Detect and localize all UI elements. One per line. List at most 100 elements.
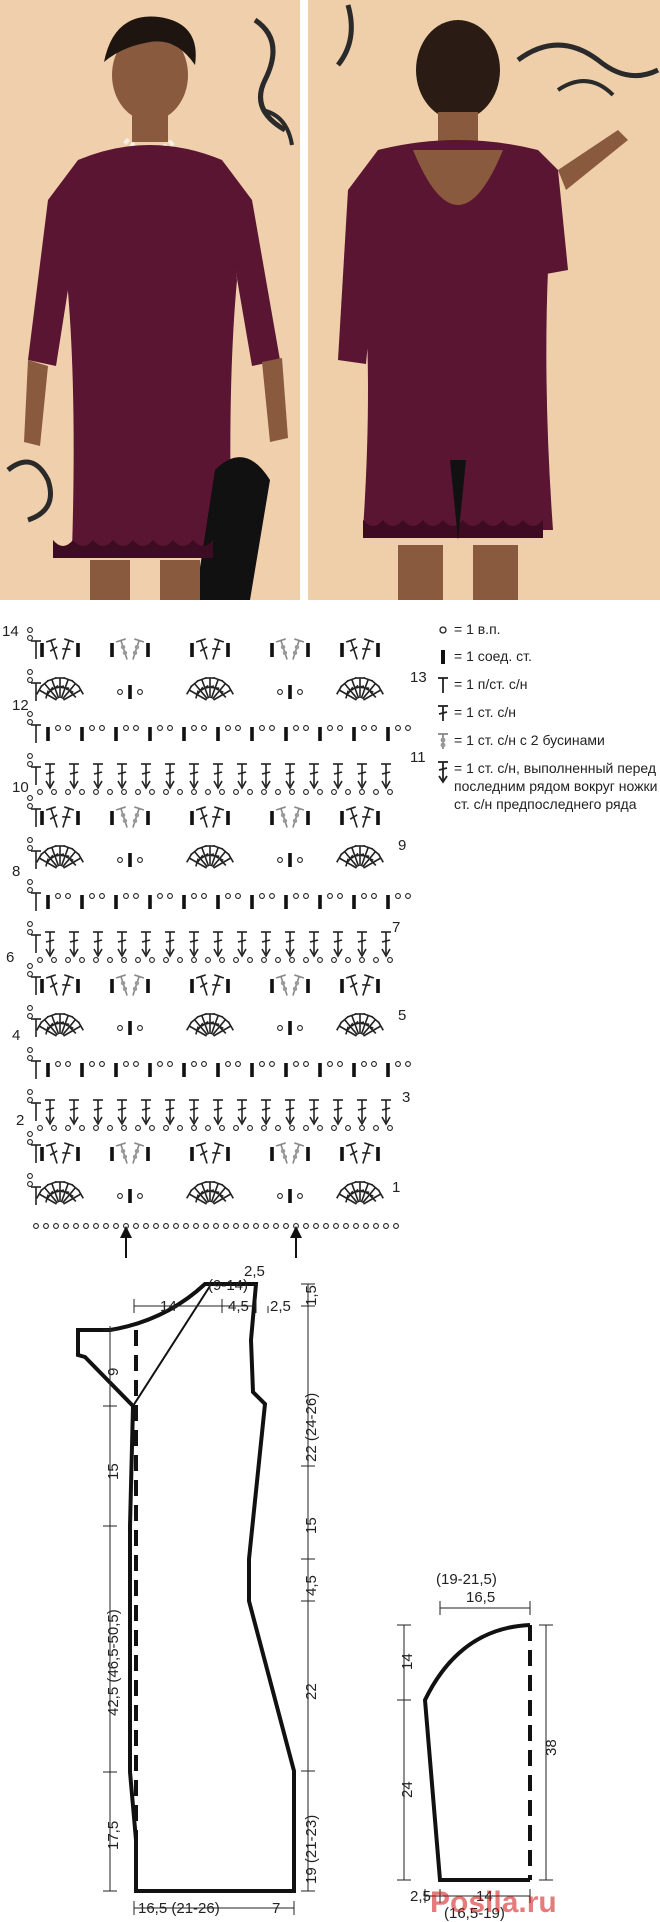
legend-text: = 1 п/ст. с/н xyxy=(454,676,528,692)
chart-stitch xyxy=(353,1223,359,1229)
chart-stitch xyxy=(163,1125,169,1131)
chart-stitch xyxy=(123,1061,129,1067)
chart-stitch xyxy=(226,643,230,657)
chart-stitch xyxy=(259,893,265,899)
chart-stitch xyxy=(195,638,213,662)
chart-stitch xyxy=(127,974,145,998)
chart-stitch xyxy=(55,893,61,899)
chart-stitch xyxy=(261,1125,267,1131)
chart-stitch xyxy=(127,806,145,830)
chart-stitch xyxy=(318,1063,322,1077)
chart-stitch xyxy=(140,931,152,957)
chart-stitch xyxy=(167,1061,173,1067)
chart-stitch xyxy=(275,957,281,963)
chart-stitch xyxy=(359,1125,365,1131)
chart-stitch xyxy=(40,643,44,657)
chart-stitch xyxy=(27,963,33,969)
chart-stitch xyxy=(93,789,99,795)
chart-stitch xyxy=(373,789,379,795)
chart-stitch xyxy=(113,1223,119,1229)
slip-stitch-icon xyxy=(432,647,454,666)
legend-item: = 1 ст. с/н, выполненный перед последним… xyxy=(432,759,660,813)
chart-stitch xyxy=(117,1193,123,1199)
chart-stitch xyxy=(380,931,392,957)
chart-stitch xyxy=(233,957,239,963)
chart-stitch xyxy=(89,725,95,731)
chart-stitch xyxy=(76,979,80,993)
chart-stitch xyxy=(284,1063,288,1077)
chart-stitch xyxy=(235,725,241,731)
pattern-outline xyxy=(76,1282,296,1893)
chart-stitch xyxy=(27,1047,33,1053)
chart-stitch xyxy=(148,1063,152,1077)
chart-stitch xyxy=(27,971,33,977)
chart-stitch xyxy=(289,1125,295,1131)
chart-stitch xyxy=(37,1125,43,1131)
chart-stitch xyxy=(157,893,163,899)
chart-stitch xyxy=(46,895,50,909)
chart-stitch xyxy=(371,725,377,731)
chart-stitch xyxy=(261,789,267,795)
dim-left-bottom: 17,5 xyxy=(105,1821,122,1850)
chart-stitch xyxy=(51,957,57,963)
chart-stitch xyxy=(149,957,155,963)
chart-stitch xyxy=(247,957,253,963)
chart-stitch xyxy=(405,1061,411,1067)
chart-stitch xyxy=(357,679,381,703)
chart-stitch xyxy=(164,763,176,789)
stitch-legend: = 1 в.п. = 1 соед. ст. = 1 п/ст. с/н = 1… xyxy=(432,620,660,822)
chart-stitch xyxy=(332,1099,344,1125)
chart-stitch xyxy=(361,725,367,731)
chart-stitch xyxy=(65,725,71,731)
chart-stitch xyxy=(57,847,81,871)
chart-stitch xyxy=(260,1099,272,1125)
chart-stitch xyxy=(225,725,231,731)
chart-stitch xyxy=(137,689,143,695)
chart-stitch xyxy=(57,638,75,662)
dim-top: 2,5 xyxy=(244,1266,265,1280)
chart-stitch xyxy=(207,679,231,703)
back-photo xyxy=(308,0,660,600)
chart-stitch xyxy=(191,725,197,731)
chart-stitch xyxy=(37,957,43,963)
chart-stitch xyxy=(357,847,381,871)
chart-stitch xyxy=(92,1099,104,1125)
chart-stitch xyxy=(133,1061,139,1067)
chart-stitch xyxy=(269,1061,275,1067)
chart-stitch xyxy=(33,1223,39,1229)
chart-stitch xyxy=(137,857,143,863)
chart-stitch xyxy=(345,1142,363,1166)
chart-stitch xyxy=(76,811,80,825)
chart-stitch xyxy=(37,789,43,795)
chart-stitch xyxy=(83,1223,89,1229)
chart-stitch xyxy=(207,847,231,871)
chart-stitch xyxy=(373,1223,379,1229)
chart-stitch xyxy=(73,1223,79,1229)
dim-right-top: 1,5 xyxy=(303,1285,320,1306)
chart-stitch xyxy=(356,931,368,957)
row-label: 11 xyxy=(410,749,426,766)
chart-stitch xyxy=(27,635,33,641)
chart-stitch xyxy=(146,811,150,825)
chart-stitch xyxy=(277,857,283,863)
chart-stitch xyxy=(27,1097,33,1103)
chart-stitch xyxy=(128,1021,132,1035)
chart-stitch xyxy=(57,679,81,703)
chart-stitch xyxy=(288,1021,292,1035)
chart-stitch xyxy=(297,1025,303,1031)
chart-stitch xyxy=(127,638,145,662)
chart-stitch xyxy=(79,957,85,963)
chart-stitch xyxy=(219,957,225,963)
chart-stitch xyxy=(190,643,194,657)
chart-stitch xyxy=(116,1099,128,1125)
chart-stitch xyxy=(337,725,343,731)
chart-stitch xyxy=(45,1142,63,1166)
chart-stitch xyxy=(92,763,104,789)
chart-stitch xyxy=(303,1223,309,1229)
chart-stitch xyxy=(140,763,152,789)
chart-stitch xyxy=(303,725,309,731)
chart-stitch xyxy=(146,643,150,657)
chart-stitch xyxy=(191,957,197,963)
chart-stitch xyxy=(190,1147,194,1161)
chart-stitch xyxy=(189,847,213,871)
